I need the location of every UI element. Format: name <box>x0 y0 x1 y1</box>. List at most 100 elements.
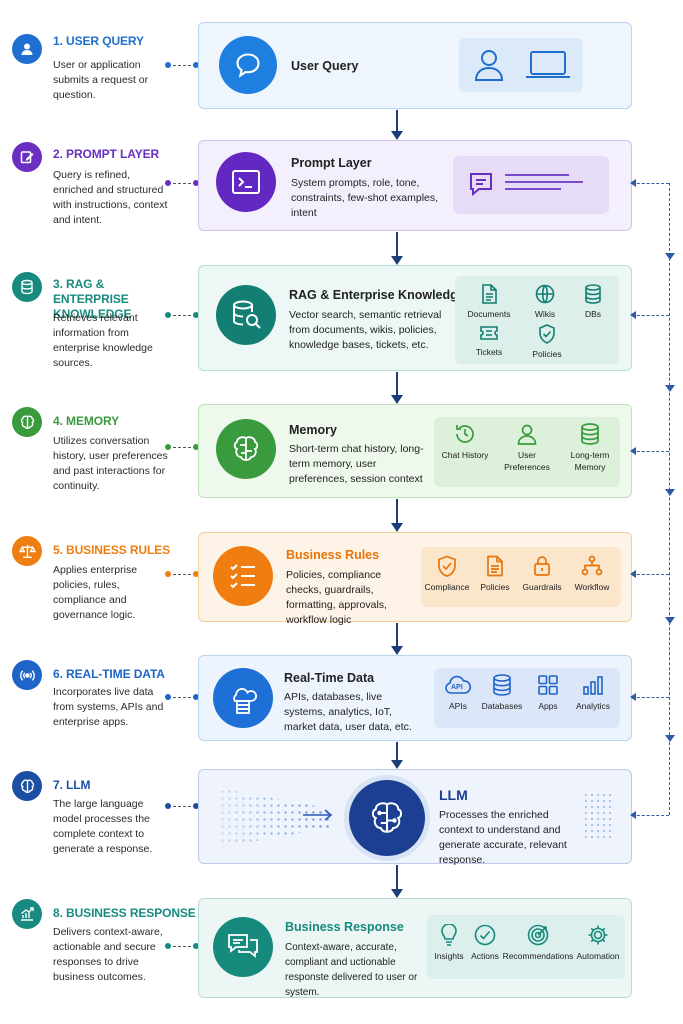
message-icon <box>470 173 492 197</box>
flow-arrow-2 <box>391 232 403 265</box>
memory-panel: Chat History User Preferences Long-term … <box>434 417 620 487</box>
step-title: 1. USER QUERY <box>53 34 144 48</box>
item-label: Policies <box>532 349 562 359</box>
chat-bubble-icon <box>219 36 277 94</box>
response-panel: Insights Actions Recommendations Automat… <box>427 915 625 979</box>
lock-icon <box>534 556 550 576</box>
card-title: LLM <box>439 787 468 803</box>
terminal-icon <box>216 152 276 212</box>
feedback-arrow-prompt <box>630 179 669 187</box>
item-label: Insights <box>434 951 464 961</box>
user-icon <box>12 34 42 64</box>
api-cloud-icon: API <box>444 674 472 696</box>
item-label: Guardrails <box>522 582 562 592</box>
card-desc: Short-term chat history, long-term memor… <box>289 443 424 485</box>
workflow-item: Workflow <box>567 555 617 593</box>
step-desc: Applies enterprise policies, rules, comp… <box>53 564 138 621</box>
user-icon <box>517 424 537 445</box>
step-title: 3. RAG & ENTERPRISE KNOWLEDGE <box>53 277 132 321</box>
card-title: Memory <box>289 423 337 437</box>
card-rag: RAG & Enterprise Knowledge Vector search… <box>198 265 632 371</box>
step-title: 7. LLM <box>53 778 91 792</box>
rag-panel: Documents Wikis DBs Tickets Policies <box>455 276 619 364</box>
step-title: 4. MEMORY <box>53 414 119 428</box>
edit-icon <box>12 142 42 172</box>
item-label: APIs <box>449 701 467 711</box>
user-icon <box>474 50 504 81</box>
item-label: Documents <box>467 309 511 319</box>
lightbulb-icon <box>441 924 457 946</box>
cloud-server-icon <box>213 668 273 728</box>
database-icon <box>12 272 42 302</box>
item-label: Tickets <box>475 347 503 357</box>
connector-2 <box>165 180 199 186</box>
item-label: Compliance <box>424 582 470 592</box>
card-desc: APIs, databases, live systems, analytics… <box>284 691 412 733</box>
down-arrowhead <box>665 617 675 624</box>
feedback-arrow-llm <box>630 811 669 819</box>
step-desc: The large language model processes the c… <box>53 798 153 855</box>
down-arrowhead <box>665 385 675 392</box>
realtime-panel: API APIs Databases Apps Analytics <box>434 668 620 728</box>
apis-item: API APIs <box>438 674 478 712</box>
flow-arrow-1 <box>391 110 403 140</box>
card-business-rules: Business Rules Policies, compliance chec… <box>198 532 632 626</box>
item-label: Databases <box>481 701 523 711</box>
flow-arrow-7 <box>391 865 403 898</box>
database-icon <box>581 423 599 445</box>
step-title: 5. BUSINESS RULES <box>53 543 170 557</box>
tickets-item: Tickets <box>465 324 513 358</box>
down-arrowhead <box>665 489 675 496</box>
rules-panel: Compliance Policies Guardrails Workflow <box>421 547 621 607</box>
step-desc: Utilizes conversation history, user pref… <box>53 435 168 492</box>
insights-item: Insights <box>429 924 469 962</box>
step-desc: Retrieves relevant information from ente… <box>53 312 153 369</box>
card-llm: LLM Processes the enriched context to un… <box>198 769 632 866</box>
card-prompt-layer: Prompt Layer System prompts, role, tone,… <box>198 140 632 231</box>
item-label: Long-term Memory <box>570 450 610 472</box>
item-label: Wikis <box>534 309 556 319</box>
history-icon <box>456 425 474 443</box>
connector-8 <box>165 943 199 949</box>
context-feedback-line <box>669 183 670 815</box>
card-business-response: Business Response Context-aware, accurat… <box>198 898 632 998</box>
step-desc: Delivers context-aware, actionable and s… <box>53 926 163 983</box>
flow-arrow-3 <box>391 372 403 404</box>
down-arrowhead <box>665 735 675 742</box>
dbs-item: DBs <box>573 284 613 320</box>
card-title: RAG & Enterprise Knowledge <box>289 288 465 302</box>
card-memory: Memory Short-term chat history, long-ter… <box>198 404 632 498</box>
card-title: Prompt Layer <box>291 156 372 170</box>
text-line <box>505 181 583 183</box>
item-label: Recommendations <box>502 951 574 961</box>
feedback-arrow-realtime <box>630 693 669 701</box>
prompt-panel <box>453 156 609 214</box>
apps-item: Apps <box>530 674 566 712</box>
shield-check-icon <box>438 555 456 577</box>
connector-4 <box>165 444 199 450</box>
connector-6 <box>165 694 199 700</box>
user-preferences-item: User Preferences <box>502 423 552 473</box>
text-line <box>505 174 569 176</box>
long-term-memory-item: Long-term Memory <box>564 423 616 473</box>
database-icon <box>585 284 601 304</box>
feedback-arrow-rules <box>630 570 669 578</box>
step-desc: Incorporates live data from systems, API… <box>53 686 164 728</box>
document-icon <box>482 284 497 304</box>
analytics-item: Analytics <box>568 674 618 712</box>
database-search-icon <box>216 285 276 345</box>
check-circle-icon <box>474 924 496 946</box>
output-stream-graphic <box>583 792 613 840</box>
ticket-icon <box>480 326 498 340</box>
scales-icon <box>12 536 42 566</box>
brain-chip-icon <box>349 780 425 856</box>
chart-icon <box>12 899 42 929</box>
item-label: Workflow <box>574 582 610 592</box>
database-icon <box>493 674 511 696</box>
item-label: Policies <box>480 582 510 592</box>
card-real-time-data: Real-Time Data APIs, databases, live sys… <box>198 655 632 741</box>
databases-item: Databases <box>478 674 526 712</box>
step-title: 6. REAL-TIME DATA <box>53 667 165 681</box>
compliance-item: Compliance <box>421 555 473 593</box>
document-icon <box>487 555 503 577</box>
